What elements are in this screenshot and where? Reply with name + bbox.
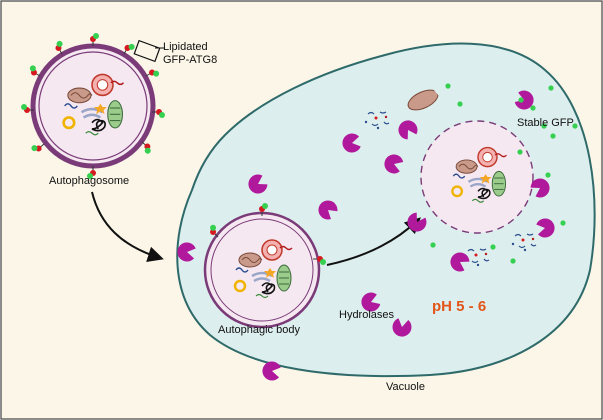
lipidated-label-line2: GFP-ATG8 (163, 54, 217, 66)
autophagosome (20, 32, 166, 180)
hydrolases-label: Hydrolases (339, 309, 395, 321)
degrading-body (420, 120, 534, 234)
autophagic-body (203, 202, 327, 329)
arrow-icon (91, 191, 164, 263)
lipidated-label-line1: Lipidated (163, 41, 208, 53)
autophagosome-label: Autophagosome (49, 175, 129, 187)
stable-gfp-dots (430, 83, 578, 264)
vacuole-label: Vacuole (386, 381, 425, 393)
autophagic-body-label: Autophagic body (218, 324, 300, 336)
callout-box (133, 39, 161, 63)
ph-label: pH 5 - 6 (432, 298, 486, 315)
mitochondrion-icon (407, 88, 448, 111)
stable-gfp-label: Stable GFP (517, 117, 574, 129)
